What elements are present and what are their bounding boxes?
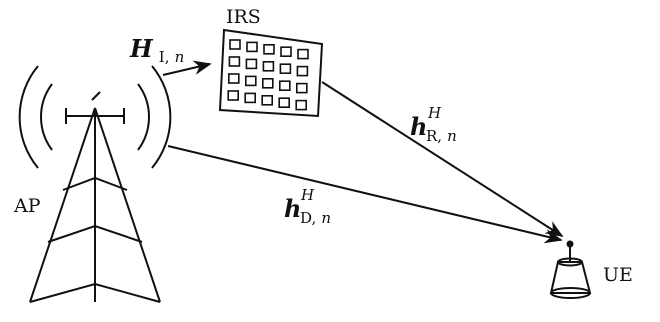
ap-label: AP	[13, 195, 41, 217]
channel-symbol: h	[284, 194, 301, 223]
irs-element	[278, 97, 291, 108]
ap-tower-icon	[29, 91, 161, 303]
channel-label-ap-irs: H I, n	[129, 34, 184, 66]
channel-arrow-irs-to-ue	[321, 81, 564, 237]
channel-label-irs-ue: h	[410, 112, 427, 141]
irs-element-grid	[227, 39, 309, 111]
irs-element	[262, 60, 275, 72]
ue-device-icon	[549, 240, 592, 299]
irs-element	[261, 78, 274, 89]
irs-element	[227, 90, 239, 101]
irs-element	[278, 80, 291, 91]
ap-signal-waves	[18, 65, 172, 169]
channel-subscript: I,	[159, 48, 170, 66]
channel-subscript-var: n	[321, 209, 331, 227]
irs-element	[229, 39, 241, 50]
channel-subscript-ap-ue: D, n	[300, 208, 331, 227]
irs-element	[295, 82, 308, 94]
irs-element	[297, 48, 309, 60]
channel-subscript: R,	[426, 127, 442, 145]
irs-element	[263, 43, 275, 55]
irs-element	[280, 46, 292, 58]
channel-symbol: h	[410, 112, 427, 141]
irs-element	[228, 73, 240, 84]
channel-superscript-ap-ue: H	[300, 186, 315, 204]
channel-arrow-ap-to-ue	[167, 145, 563, 244]
channel-subscript-irs-ue: R, n	[426, 126, 457, 145]
irs-element	[228, 56, 241, 67]
irs-label: IRS	[226, 6, 261, 28]
irs-element	[246, 41, 258, 53]
irs-element	[296, 65, 309, 77]
channel-subscript: D,	[300, 209, 316, 227]
irs-element	[295, 99, 308, 111]
ue-label: UE	[603, 264, 633, 286]
irs-element	[279, 63, 292, 74]
channel-arrow-ap-to-irs	[162, 60, 212, 76]
irs-element	[261, 95, 274, 106]
irs-element	[245, 75, 257, 87]
channel-symbol: H	[129, 34, 154, 63]
channel-superscript-irs-ue: H	[427, 104, 442, 122]
irs-element	[244, 92, 256, 104]
irs-panel-icon	[218, 28, 324, 118]
irs-element	[245, 58, 258, 70]
channel-label-ap-ue: h	[284, 194, 301, 223]
channel-subscript-var: n	[447, 127, 457, 145]
channel-subscript-var: n	[175, 48, 185, 66]
